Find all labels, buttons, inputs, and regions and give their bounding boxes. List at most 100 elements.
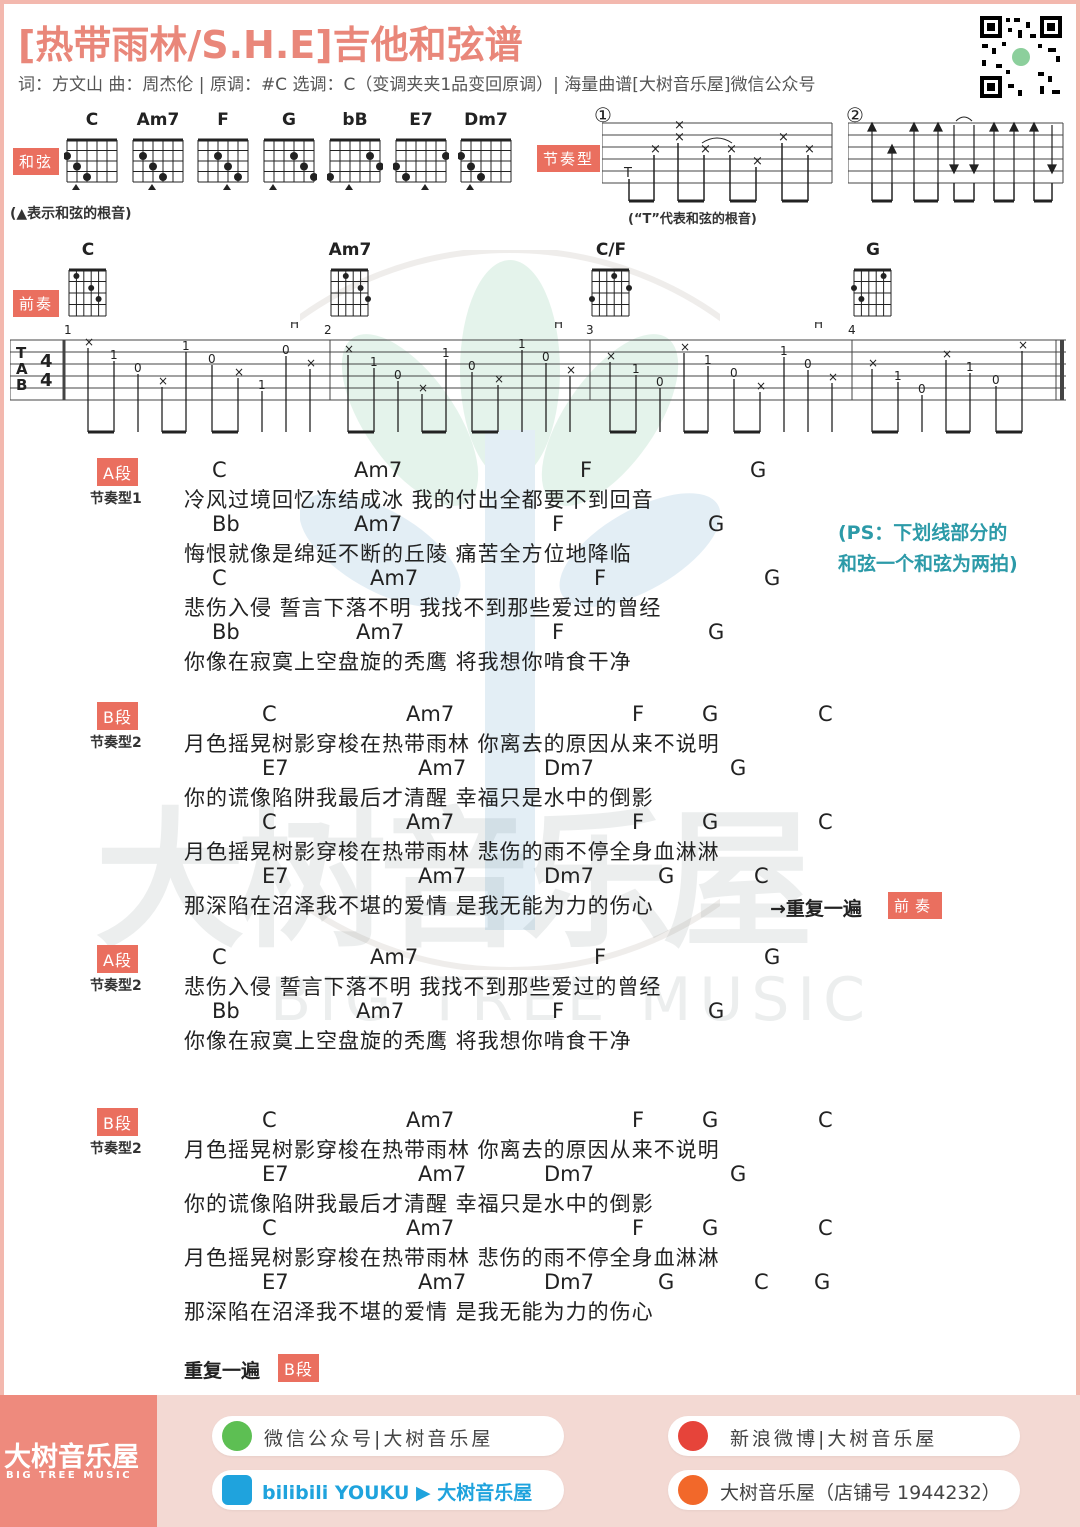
lyric-text: 月色摇晃树影穿梭在热带雨林 悲伤的雨不停全身血淋淋 <box>184 1246 720 1270</box>
taobao-pill[interactable] <box>668 1470 1020 1510</box>
chord-symbol: G <box>702 1216 719 1240</box>
lyric-text: 冷风过境回忆冻结成冰 我的付出全都要不到回音 <box>184 488 654 512</box>
wechat-icon <box>222 1421 252 1451</box>
final-repeat-tag: B段 <box>278 1354 319 1382</box>
chord-symbol: C <box>818 702 833 726</box>
svg-text:1: 1 <box>704 353 712 367</box>
chord-symbol: C <box>818 1108 833 1132</box>
chord-name: G <box>282 110 296 130</box>
chord-symbol: G <box>708 620 725 644</box>
svg-text:×: × <box>674 130 685 145</box>
chord-symbol: Am7 <box>418 1270 467 1294</box>
section-tag: A段 <box>97 458 138 486</box>
chord-symbol: Am7 <box>406 810 455 834</box>
svg-text:3: 3 <box>586 323 594 337</box>
svg-text:×: × <box>726 142 737 157</box>
lyric-text: 悲伤入侵 誓言下落不明 我找不到那些爱过的曾经 <box>184 975 662 999</box>
lyric-text: 你的谎像陷阱我最后才清醒 幸福只是水中的倒影 <box>184 786 654 810</box>
chord-symbol: F <box>632 1216 645 1240</box>
svg-text:×: × <box>674 118 685 133</box>
chord-symbol: C <box>262 1108 277 1132</box>
svg-text:×: × <box>344 342 354 356</box>
chord-symbol: E7 <box>262 864 289 888</box>
fretboard-grid <box>197 138 249 190</box>
weibo-pill[interactable] <box>668 1416 1020 1456</box>
chord-symbol: C <box>818 810 833 834</box>
svg-text:×: × <box>650 142 661 157</box>
chord-symbol: Dm7 <box>544 756 594 780</box>
chord-symbol: Am7 <box>418 864 467 888</box>
lyric-text: 月色摇晃树影穿梭在热带雨林 你离去的原因从来不说明 <box>184 732 720 756</box>
wechat-pill[interactable] <box>212 1416 564 1456</box>
repeat-intro-note: →重复一遍 <box>770 898 862 920</box>
svg-text:T: T <box>16 344 27 362</box>
fretboard-grid <box>330 268 371 317</box>
chord-symbol: G <box>658 864 675 888</box>
svg-text:0: 0 <box>918 382 926 396</box>
chord-name: Dm7 <box>464 110 508 130</box>
pattern-1-number: ① <box>594 103 612 127</box>
video-pill[interactable] <box>212 1470 564 1510</box>
fretboard-grid <box>589 268 632 317</box>
intro-chord-name: Am7 <box>328 240 372 260</box>
fretboard-grid <box>263 138 317 190</box>
ps-note-line2: 和弦一个和弦为两拍) <box>838 553 1018 575</box>
qr-code-icon <box>978 14 1064 100</box>
taobao-icon <box>678 1475 708 1505</box>
svg-text:×: × <box>756 379 766 393</box>
fretboard-grid <box>393 138 449 190</box>
svg-text:×: × <box>804 142 815 157</box>
intro-chord-diagram: Am7 <box>326 240 382 320</box>
svg-text:H: H <box>814 322 823 331</box>
fretboard-grid <box>68 268 107 317</box>
lyric-text: 月色摇晃树影穿梭在热带雨林 你离去的原因从来不说明 <box>184 1138 720 1162</box>
footer-logo-block <box>0 1395 157 1527</box>
chord-symbol: C <box>818 1216 833 1240</box>
svg-text:1: 1 <box>894 369 902 383</box>
svg-text:1: 1 <box>64 323 72 337</box>
svg-text:×: × <box>84 335 94 349</box>
chord-symbol: C <box>262 810 277 834</box>
repeat-intro-tag: 前奏 <box>888 892 943 919</box>
svg-text:×: × <box>752 154 763 169</box>
svg-text:1: 1 <box>966 360 974 374</box>
svg-text:2: 2 <box>324 323 332 337</box>
svg-text:×: × <box>418 381 428 395</box>
weibo-label: 新浪微博|大树音乐屋 <box>730 1428 938 1450</box>
chord-name: E7 <box>409 110 433 130</box>
root-note-legend: (▲表示和弦的根音) <box>10 206 132 222</box>
chord-symbol: Am7 <box>418 756 467 780</box>
chord-symbol: C <box>754 864 769 888</box>
svg-text:0: 0 <box>394 368 402 382</box>
chord-diagram: bB <box>327 110 383 190</box>
lyric-text: 你像在寂寞上空盘旋的秃鹰 将我想你啃食干净 <box>184 1029 632 1053</box>
lyric-text: 悔恨就像是绵延不断的丘陵 痛苦全方位地降临 <box>184 542 632 566</box>
chord-symbol: F <box>580 458 593 482</box>
chord-symbol: F <box>552 999 565 1023</box>
chord-symbol: Am7 <box>370 566 419 590</box>
svg-text:0: 0 <box>656 375 664 389</box>
fretboard-grid <box>851 268 892 317</box>
svg-text:0: 0 <box>468 359 476 373</box>
svg-text:×: × <box>158 374 168 388</box>
chord-symbol: F <box>632 810 645 834</box>
svg-text:×: × <box>234 365 244 379</box>
svg-text:0: 0 <box>804 357 812 371</box>
svg-text:1: 1 <box>258 378 266 392</box>
chord-symbol: Am7 <box>356 999 405 1023</box>
intro-chord-name: C <box>81 240 95 260</box>
svg-text:A: A <box>16 360 28 378</box>
svg-text:1: 1 <box>780 344 788 358</box>
chord-symbol: G <box>764 566 781 590</box>
chord-symbol: Bb <box>212 512 240 536</box>
chord-diagram: Dm7 <box>458 110 514 190</box>
section-tag: B段 <box>97 702 138 730</box>
